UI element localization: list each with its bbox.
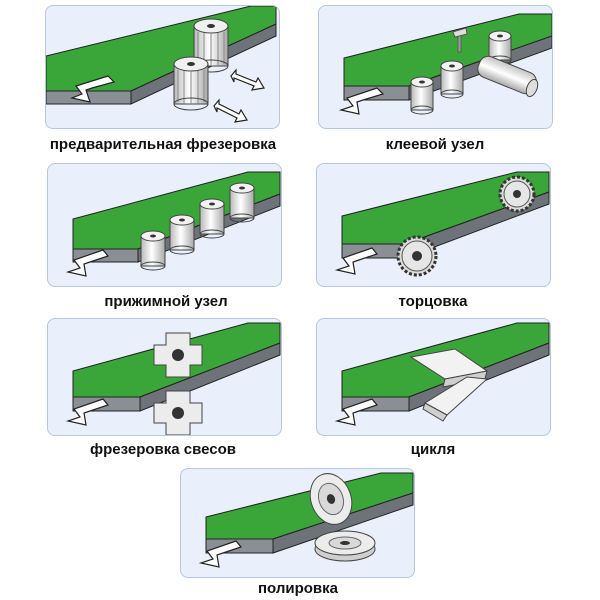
glue-roller-icon [488, 30, 512, 65]
pressure-roll-icon [477, 55, 539, 98]
caption-polishing: полировка [258, 580, 338, 597]
panel-pressure-unit [47, 163, 282, 287]
saw-blade-icon [498, 175, 536, 213]
panel-end-trimming [316, 163, 551, 287]
feed-arrow-icon [334, 398, 379, 426]
feed-arrow-icon [65, 398, 110, 426]
panel-overhang-milling [47, 318, 282, 436]
glue-roller-icon [410, 76, 434, 115]
panel-pre-milling [45, 5, 280, 129]
caption-pressure-unit: прижимной узел [104, 293, 228, 310]
board-side [272, 492, 414, 554]
feed-arrow-icon [338, 87, 385, 115]
caption-end-trimming: торцовка [398, 293, 468, 310]
pressure-roller-icon [229, 182, 255, 223]
glue-nozzle-icon [452, 27, 468, 53]
milling-cutter-icon [193, 18, 229, 73]
feed-arrow-icon [69, 75, 116, 103]
panel-glue-unit [318, 5, 553, 129]
scraper-blade-icon [422, 376, 489, 422]
polishing-disc-icon [309, 473, 353, 525]
glue-roller-icon [440, 60, 464, 99]
panel-polishing [180, 468, 415, 578]
polishing-disc-icon [314, 530, 376, 562]
feed-arrow-icon [65, 249, 110, 277]
pressure-roller-icon [169, 214, 195, 255]
panel-scraping [316, 318, 551, 436]
milling-cutter-icon [173, 56, 209, 111]
profile-cutter-icon [153, 390, 203, 435]
caption-pre-milling: предварительная фрезеровка [49, 136, 277, 153]
feed-arrow-icon [334, 247, 379, 275]
pressure-roller-icon [199, 198, 225, 239]
caption-scraping: цикля [410, 441, 456, 458]
double-arrow-icon [213, 68, 265, 123]
profile-cutter-icon [153, 332, 203, 378]
caption-overhang-milling: фрезеровка свесов [89, 441, 237, 458]
caption-glue-unit: клеевой узел [385, 136, 485, 153]
feed-arrow-icon [198, 540, 243, 568]
saw-blade-icon [396, 235, 438, 277]
pressure-roller-icon [140, 230, 166, 271]
